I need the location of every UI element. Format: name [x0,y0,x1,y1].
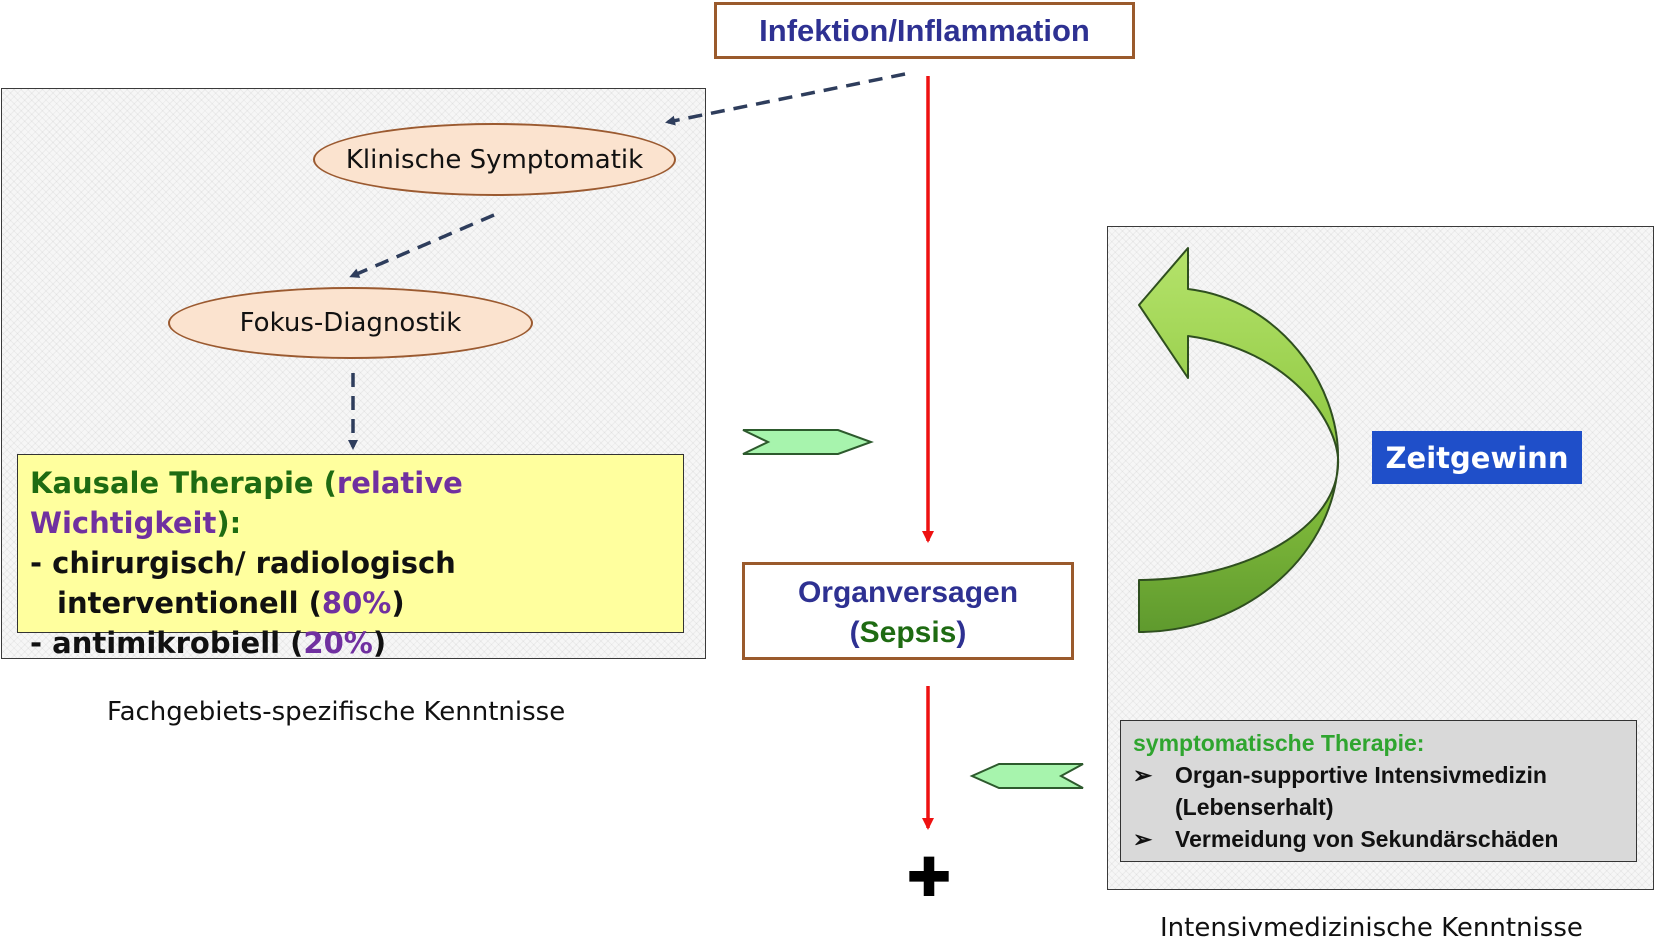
curved-arrow-icon [1138,247,1340,633]
antimikrobiell-close: ) [372,626,387,660]
kausal-line-chirurgisch: - chirurgisch/ radiologisch [30,546,456,580]
symptomatisch-item-vermeidung: ➢ Vermeidung von Sekundärschäden [1133,823,1624,855]
interventionell-close: ) [391,586,405,620]
chevron-arrow-left-icon [969,763,1084,789]
organversagen-box: Organversagen (Sepsis) [742,562,1074,660]
infektion-label: Infektion/Inflammation [759,13,1090,48]
symptomatik-label: Klinische Symptomatik [345,144,644,175]
diagnostik-label: Fokus-Diagnostik [239,308,462,338]
dashed-arrow-to-symptomatik [665,72,906,126]
chevron-arrow-right-icon [742,429,874,455]
symptomatisch-item-lebenserhalt-text: (Lebenserhalt) [1175,794,1334,820]
kausal-close-paren: ): [216,506,242,540]
zeitgewinn-label-box: Zeitgewinn [1372,431,1582,484]
infektion-box: Infektion/Inflammation [714,2,1135,59]
kausal-title-highlight: relative Wichtigkeit [30,466,463,540]
organversagen-label: Organversagen [797,576,1019,609]
zeitgewinn-label: Zeitgewinn [1385,440,1569,475]
ellipse-fokus-diagnostik: Fokus-Diagnostik [168,287,533,359]
sepsis-label: Sepsis [859,616,957,649]
kausale-therapie-box: Kausale Therapie (relative Wichtigkeit):… [17,454,684,660]
kausal-title: Kausale Therapie [30,466,314,500]
arrow-bullet-icon: ➢ [1133,826,1153,852]
left-panel-caption: Fachgebiets-spezifische Kenntnisse [107,697,566,727]
symptomatisch-item-lebenserhalt: (Lebenserhalt) [1133,791,1624,823]
arrow-bullet-icon: ➢ [1133,762,1153,788]
death-cross-icon: ✚ [906,846,952,909]
interventionell-text: interventionell ( [57,586,322,620]
dashed-arrow-to-diagnostik [349,213,495,278]
kausal-line-antimikrobiell: - antimikrobiell (20%) [30,623,671,663]
symptomatisch-item-organ-text: Organ-supportive Intensivmedizin [1175,762,1547,788]
symptomatisch-item-vermeidung-text: Vermeidung von Sekundärschäden [1175,826,1559,852]
ellipse-klinische-symptomatik: Klinische Symptomatik [313,123,676,196]
sepsis-open-paren: ( [849,616,860,649]
kausal-title-line: Kausale Therapie (relative Wichtigkeit): [30,463,671,543]
percent-80: 80% [321,586,392,620]
kausal-open-paren: ( [313,466,337,500]
antimikrobiell-text: - antimikrobiell ( [30,626,304,660]
symptomatisch-title: symptomatische Therapie: [1133,730,1425,756]
sepsis-line: (Sepsis) [745,613,1071,653]
kausal-line-interventionell: interventionell (80%) [30,583,671,623]
percent-20: 20% [303,626,373,660]
symptomatische-therapie-box: symptomatische Therapie: ➢ Organ-support… [1120,720,1637,862]
sepsis-close-paren: ) [956,616,967,649]
symptomatisch-item-organ: ➢ Organ-supportive Intensivmedizin [1133,759,1624,791]
right-panel-caption: Intensivmedizinische Kenntnisse [1160,913,1583,943]
